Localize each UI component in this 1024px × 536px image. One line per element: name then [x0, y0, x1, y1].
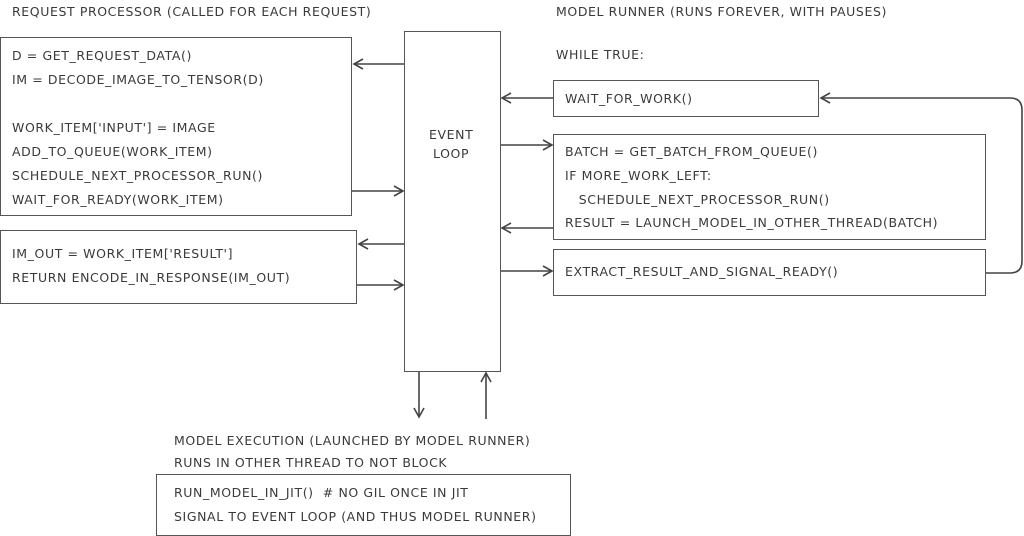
model-execution-box: RUN_MODEL_IN_JIT() # NO GIL ONCE IN JIT … [156, 474, 571, 536]
event-loop-label: EVENT [429, 127, 474, 142]
code-line: IF MORE_WORK_LEFT: [565, 168, 712, 183]
code-line: RESULT = LAUNCH_MODEL_IN_OTHER_THREAD(BA… [565, 215, 939, 230]
request-processor-title: REQUEST PROCESSOR (CALLED FOR EACH REQUE… [12, 4, 372, 19]
code-line: WORK_ITEM['INPUT'] = IMAGE [12, 120, 216, 135]
code-line: BATCH = GET_BATCH_FROM_QUEUE() [565, 144, 818, 159]
code-line: RUN_MODEL_IN_JIT() # NO GIL ONCE IN JIT [174, 485, 469, 500]
model-runner-title: MODEL RUNNER (RUNS FOREVER, WITH PAUSES) [556, 4, 887, 19]
code-line: D = GET_REQUEST_DATA() [12, 48, 192, 63]
wait-for-work-box: WAIT_FOR_WORK() [553, 80, 819, 117]
code-line: WAIT_FOR_READY(WORK_ITEM) [12, 192, 224, 207]
code-line: ADD_TO_QUEUE(WORK_ITEM) [12, 144, 213, 159]
extract-result-box: EXTRACT_RESULT_AND_SIGNAL_READY() [553, 249, 986, 296]
code-line: SCHEDULE_NEXT_PROCESSOR_RUN() [12, 168, 263, 183]
code-line: IM = DECODE_IMAGE_TO_TENSOR(D) [12, 72, 264, 87]
batch-box: BATCH = GET_BATCH_FROM_QUEUE() IF MORE_W… [553, 134, 986, 240]
while-true-label: WHILE TRUE: [556, 47, 645, 62]
code-line: SIGNAL TO EVENT LOOP (AND THUS MODEL RUN… [174, 509, 537, 524]
arrow-extract-to-wait [819, 92, 1023, 274]
response-box: IM_OUT = WORK_ITEM['RESULT'] RETURN ENCO… [0, 230, 357, 304]
model-execution-subtitle: RUNS IN OTHER THREAD TO NOT BLOCK [174, 455, 448, 470]
code-line: RETURN ENCODE_IN_RESPONSE(IM_OUT) [12, 270, 291, 285]
code-line: EXTRACT_RESULT_AND_SIGNAL_READY() [565, 264, 839, 279]
code-line: SCHEDULE_NEXT_PROCESSOR_RUN() [565, 192, 830, 207]
code-line: IM_OUT = WORK_ITEM['RESULT'] [12, 246, 234, 261]
code-line: WAIT_FOR_WORK() [565, 91, 693, 106]
event-loop-box: EVENT LOOP [404, 31, 501, 372]
request-processor-box: D = GET_REQUEST_DATA() IM = DECODE_IMAGE… [0, 37, 352, 216]
event-loop-label: LOOP [433, 146, 470, 161]
model-execution-title: MODEL EXECUTION (LAUNCHED BY MODEL RUNNE… [174, 433, 531, 448]
